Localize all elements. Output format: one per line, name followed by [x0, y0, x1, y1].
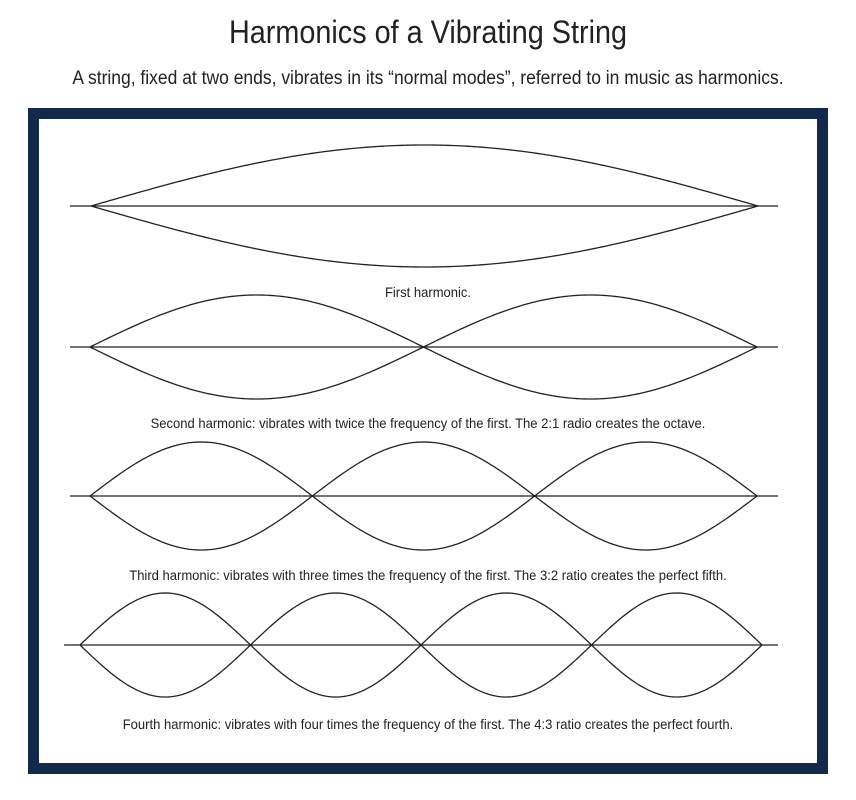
harmonic-2-caption: Second harmonic: vibrates with twice the…: [150, 415, 706, 431]
harmonic-3-diagram: [70, 441, 778, 551]
page-subtitle: A string, fixed at two ends, vibrates in…: [72, 68, 784, 89]
harmonic-2-diagram: [70, 294, 778, 400]
harmonic-3-caption: Third harmonic: vibrates with three time…: [129, 567, 727, 583]
wave-envelope-lower: [90, 205, 759, 268]
wave-envelope-upper: [79, 592, 763, 646]
wave-envelope-upper: [90, 144, 759, 207]
wave-envelope-lower: [89, 495, 758, 551]
harmonic-4-caption: Fourth harmonic: vibrates with four time…: [122, 716, 734, 732]
page-title: Harmonics of a Vibrating String: [228, 14, 628, 50]
harmonic-1-diagram: [70, 144, 778, 268]
harmonic-4-diagram: [64, 592, 778, 698]
wave-envelope-upper: [89, 441, 758, 497]
diagram-frame: [28, 108, 828, 774]
wave-envelope-lower: [89, 346, 758, 400]
wave-envelope-upper: [89, 294, 758, 348]
wave-envelope-lower: [79, 644, 763, 698]
harmonic-1-caption: First harmonic.: [384, 284, 472, 300]
